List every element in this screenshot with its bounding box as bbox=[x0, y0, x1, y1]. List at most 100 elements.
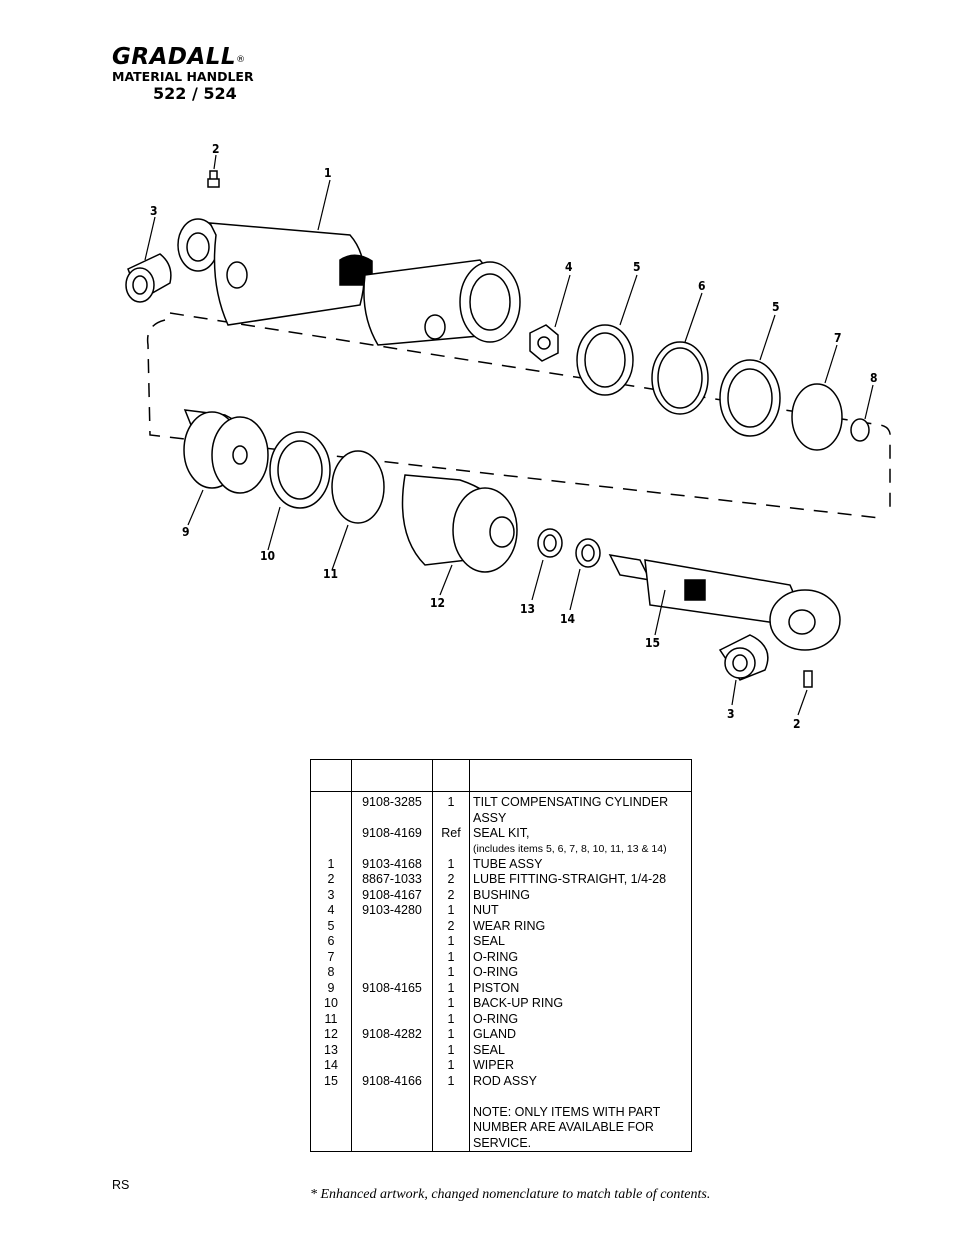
table-cell-qty: 2 bbox=[447, 872, 455, 886]
table-cell-desc: ROD ASSY bbox=[473, 1073, 537, 1088]
registered-mark: ® bbox=[236, 55, 246, 65]
table-cell-item: 1 bbox=[327, 856, 335, 871]
lube-fitting-part bbox=[207, 170, 220, 188]
table-cell-item: 3 bbox=[327, 887, 335, 902]
callout-label: 10 bbox=[260, 549, 275, 563]
o-ring-part-2 bbox=[331, 450, 385, 524]
table-cell-qty: 1 bbox=[447, 965, 455, 979]
table-cell-item: 13 bbox=[324, 1042, 338, 1057]
table-cell-qty: 1 bbox=[447, 856, 455, 871]
table-cell-qty: 1 bbox=[447, 903, 455, 917]
callout-label: 11 bbox=[323, 567, 338, 581]
table-cell-desc: PISTON bbox=[473, 980, 520, 995]
table-cell-part bbox=[354, 842, 430, 857]
callout-label: 6 bbox=[698, 279, 706, 293]
table-cell-part: 9108-4165 bbox=[362, 980, 422, 995]
table-cell-qty: 1 bbox=[447, 1042, 455, 1057]
table-cell-part bbox=[354, 1043, 430, 1059]
table-cell-qty: 2 bbox=[447, 887, 455, 902]
table-cell-part: 9108-3285 bbox=[362, 795, 422, 809]
callout-label: 13 bbox=[520, 602, 535, 616]
table-cell-item bbox=[313, 826, 349, 842]
back-up-ring-part bbox=[269, 431, 331, 509]
table-spacer bbox=[354, 1089, 430, 1105]
table-cell-qty: 1 bbox=[447, 934, 455, 948]
callout-label: 5 bbox=[772, 300, 780, 314]
table-cell-item: 5 bbox=[327, 918, 335, 933]
table-cell-item bbox=[313, 842, 349, 857]
bushing-part-left bbox=[125, 253, 172, 303]
brand-logo: GRADALL® bbox=[112, 44, 274, 70]
assembly-path bbox=[146, 319, 881, 519]
service-note-line: SERVICE. bbox=[473, 1135, 532, 1150]
table-cell-part: 9108-4166 bbox=[362, 1073, 422, 1088]
table-cell-part: 9108-4282 bbox=[362, 1027, 422, 1041]
table-cell-part bbox=[354, 1012, 430, 1028]
table-cell-part: 9103-4168 bbox=[362, 856, 422, 871]
brand-name: GRADALL bbox=[112, 44, 237, 70]
service-note-line: NOTE: ONLY ITEMS WITH PART bbox=[473, 1104, 661, 1119]
table-cell-part bbox=[354, 950, 430, 966]
table-cell-qty: Ref bbox=[441, 826, 461, 840]
brand-subtitle: MATERIAL HANDLER bbox=[112, 70, 254, 84]
table-cell-item: 10 bbox=[324, 996, 338, 1010]
table-cell-part: 9108-4169 bbox=[362, 826, 422, 840]
table-cell-qty: 1 bbox=[447, 980, 455, 995]
brand-header: GRADALL® MATERIAL HANDLER 522 / 524 bbox=[112, 44, 274, 104]
callout-label: 15 bbox=[645, 636, 660, 650]
seal-part bbox=[651, 341, 709, 415]
table-cell-part bbox=[354, 996, 430, 1012]
table-cell-qty: 1 bbox=[447, 1027, 455, 1041]
table-cell-desc: WEAR RING bbox=[473, 918, 546, 933]
table-cell-desc: ASSY bbox=[473, 810, 507, 825]
table-header-row bbox=[310, 759, 692, 792]
table-cell-desc: TILT COMPENSATING CYLINDER bbox=[473, 795, 669, 809]
table-cell-item: 15 bbox=[324, 1073, 338, 1088]
rod-assy-part bbox=[608, 554, 841, 688]
table-cell-part bbox=[354, 965, 430, 981]
table-cell-item bbox=[313, 795, 349, 811]
table-cell-part: 9108-4167 bbox=[362, 887, 422, 902]
o-ring-small-part bbox=[850, 418, 870, 442]
table-cell-desc: NUT bbox=[473, 903, 499, 917]
callout-label: 9 bbox=[182, 525, 190, 539]
table-cell-qty: 1 bbox=[447, 1073, 455, 1088]
header-item bbox=[310, 759, 352, 792]
callout-label: 2 bbox=[212, 142, 220, 156]
table-spacer bbox=[313, 1089, 349, 1105]
table-cell-qty: 1 bbox=[447, 949, 455, 964]
table-cell-item: 9 bbox=[327, 980, 335, 995]
brand-model: 522 / 524 bbox=[153, 84, 237, 103]
header-quantity bbox=[432, 759, 470, 792]
table-cell-part bbox=[354, 811, 430, 827]
gland-part bbox=[401, 474, 518, 573]
callout-label: 4 bbox=[565, 260, 573, 274]
table-cell-part: 8867-1033 bbox=[362, 872, 422, 886]
table-cell-desc: O-RING bbox=[473, 949, 519, 964]
callout-label: 14 bbox=[560, 612, 576, 626]
table-cell-part: 9103-4280 bbox=[362, 903, 422, 917]
header-part-number bbox=[351, 759, 433, 792]
table-cell-part bbox=[354, 1058, 430, 1074]
callout-label: 12 bbox=[430, 596, 445, 610]
table-cell-qty: 1 bbox=[447, 996, 455, 1010]
rod-seal-part bbox=[537, 528, 563, 558]
service-note-line: NUMBER ARE AVAILABLE FOR bbox=[473, 1120, 654, 1134]
table-cell-item: 14 bbox=[324, 1058, 338, 1072]
table-cell-qty: 1 bbox=[447, 1011, 455, 1026]
table-cell-item: 4 bbox=[327, 903, 335, 917]
exploded-cylinder-diagram: 1 2 3 4 5 6 5 7 8 9 10 11 12 13 14 15 3 … bbox=[125, 142, 892, 731]
table-cell-item: 8 bbox=[327, 965, 335, 979]
wiper-part bbox=[575, 538, 601, 568]
table-cell-desc: SEAL KIT, bbox=[473, 826, 530, 840]
table-cell-item: 6 bbox=[327, 934, 335, 948]
callout-label: 3 bbox=[150, 204, 158, 218]
callout-label: 1 bbox=[324, 166, 332, 180]
table-spacer bbox=[435, 1089, 467, 1105]
